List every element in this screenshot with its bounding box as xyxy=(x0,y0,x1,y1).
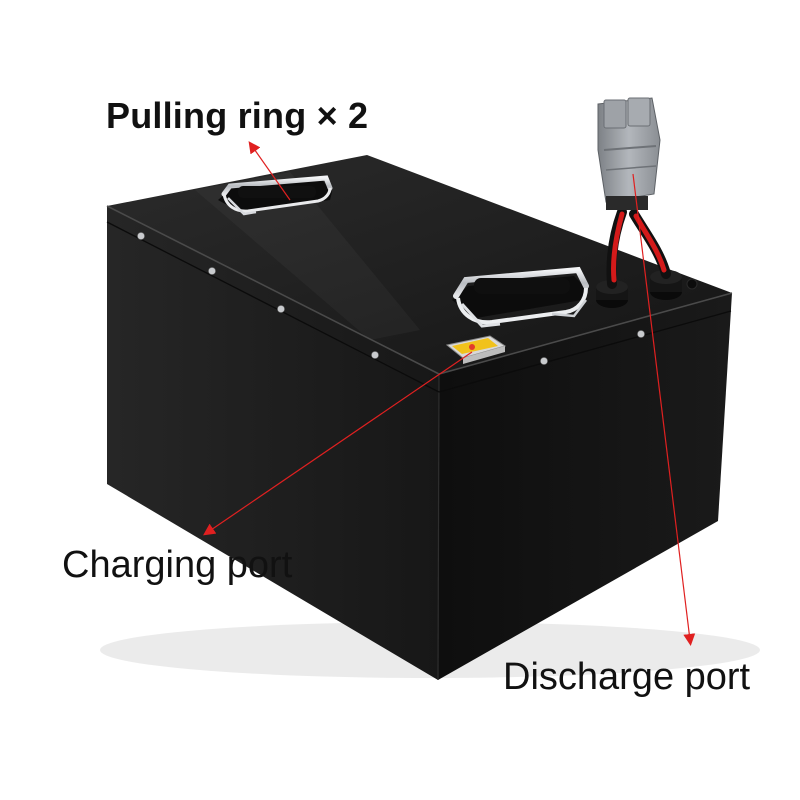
battery-left-face xyxy=(107,206,439,680)
rivet xyxy=(277,305,285,313)
lid-seam-front xyxy=(438,310,732,393)
arrow-pulling-ring xyxy=(248,141,291,201)
cable-glands xyxy=(596,270,698,308)
battery-vertical-edge xyxy=(437,373,440,681)
rivet xyxy=(137,232,145,240)
label-charging-port: Charging port xyxy=(62,544,293,586)
pulling-ring-icon xyxy=(452,266,589,328)
rivet xyxy=(540,357,548,365)
arrow-discharge-port xyxy=(632,173,696,646)
lid-seam-left xyxy=(106,221,440,393)
rivet xyxy=(208,267,216,275)
discharge-cables xyxy=(606,207,671,289)
label-discharge-port: Discharge port xyxy=(503,656,751,698)
anderson-connector-icon xyxy=(597,97,661,210)
charging-port-icon xyxy=(445,335,507,364)
rivet xyxy=(637,330,645,338)
rivet xyxy=(371,351,379,359)
battery-front-face xyxy=(438,293,732,680)
arrow-charging-port xyxy=(203,351,473,536)
label-pulling-ring: Pulling ring × 2 xyxy=(106,95,369,136)
annotation-arrows xyxy=(203,141,696,646)
rivets xyxy=(137,232,645,365)
